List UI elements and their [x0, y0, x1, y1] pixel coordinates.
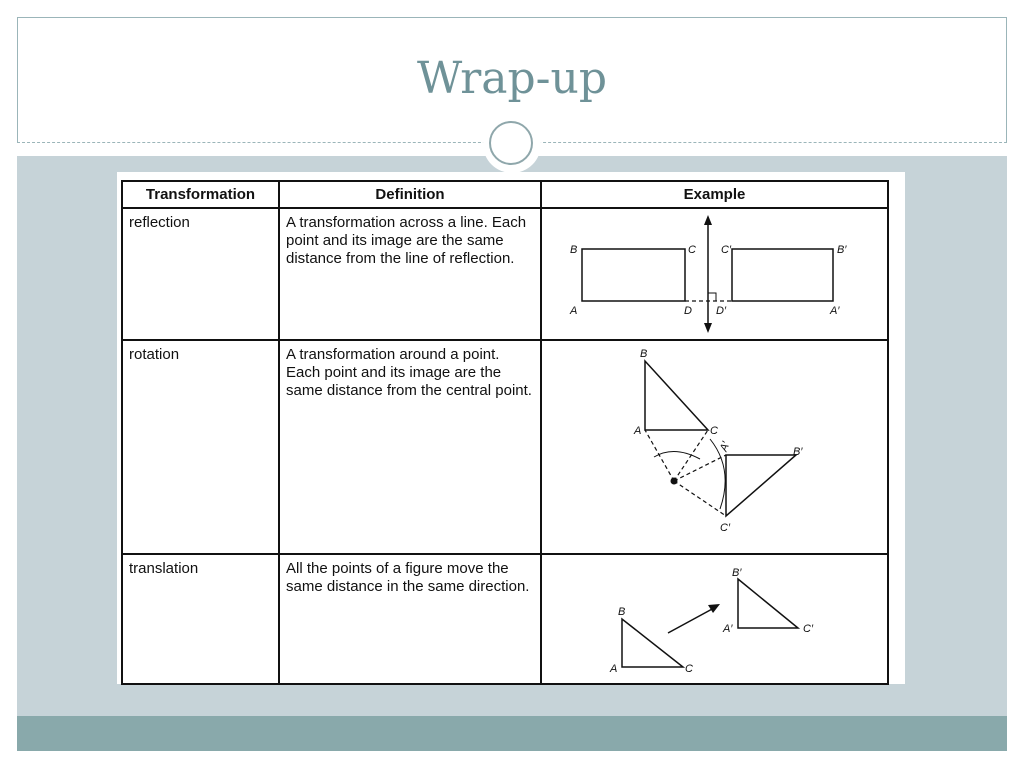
dashed-to-c [673, 429, 709, 482]
label-c-prime: C′ [720, 522, 731, 534]
cell-definition: A transformation around a point. Each po… [278, 339, 542, 555]
label-d-prime: D′ [716, 305, 727, 317]
header-example: Example [540, 180, 889, 209]
rectangle-image [731, 248, 834, 302]
label-c-prime: C′ [803, 623, 814, 635]
rotation-arc-inner [653, 451, 701, 460]
label-b: B [570, 244, 577, 256]
header-transformation: Transformation [121, 180, 280, 209]
translation-example-diagram: B A C B′ A′ C′ [609, 567, 814, 675]
table-header-row: Transformation Definition Example [121, 180, 889, 209]
cell-transformation: translation [121, 553, 280, 685]
transformation-name: reflection [129, 214, 190, 231]
label-a: A [633, 425, 641, 437]
label-c: C [688, 244, 696, 256]
label-b-prime: B′ [837, 244, 847, 256]
rotation-example-diagram: B A C A′ B′ C′ [633, 348, 803, 534]
label-c: C [710, 425, 718, 437]
dashed-to-c-prime [673, 480, 727, 517]
rotation-arc-outer [709, 438, 726, 510]
ring-ornament-icon [489, 121, 533, 165]
cell-transformation: reflection [121, 207, 280, 341]
label-d: D [684, 305, 692, 317]
definition-text: A transformation across a line. Each poi… [286, 214, 527, 267]
header-definition: Definition [278, 180, 542, 209]
triangle-abc [644, 359, 710, 431]
label-a: A [609, 663, 617, 675]
slide-title: Wrap-up [416, 53, 608, 104]
cell-example: B A C B′ A′ C′ [540, 553, 889, 685]
label-b-prime: B′ [732, 567, 742, 579]
label-a-prime: A′ [722, 623, 733, 635]
label-b: B [618, 606, 625, 618]
triangle-image [725, 454, 799, 518]
arrow-down-icon [704, 323, 712, 333]
translation-arrow-line [667, 607, 715, 634]
arrow-up-icon [704, 215, 712, 225]
triangle-image [737, 577, 801, 629]
label-a-prime: A′ [718, 439, 733, 454]
reflection-example-diagram: B C A D C′ B′ D′ A′ [569, 215, 847, 333]
label-a: A [569, 305, 577, 317]
cell-example: B C A D C′ B′ D′ A′ [540, 207, 889, 341]
label-b-prime: B′ [793, 446, 803, 458]
cell-definition: All the points of a figure move the same… [278, 553, 542, 685]
definition-text: All the points of a figure move the same… [286, 560, 530, 595]
table-row: translation All the points of a figure m… [121, 553, 889, 685]
label-c: C [685, 663, 693, 675]
arrow-right-icon [708, 604, 720, 613]
triangle-abc [621, 617, 686, 668]
footer-bar [17, 716, 1007, 751]
label-a-prime: A′ [829, 305, 840, 317]
label-c-prime: C′ [721, 244, 732, 256]
dashed-to-a-prime [673, 454, 727, 482]
label-b: B [640, 348, 647, 360]
table-row: reflection A transformation across a lin… [121, 207, 889, 341]
rectangle-abcd [581, 248, 686, 302]
transformation-name: rotation [129, 346, 180, 363]
cell-definition: A transformation across a line. Each poi… [278, 207, 542, 341]
cell-example: B A C A′ B′ C′ [540, 339, 889, 555]
transformation-name: translation [129, 560, 199, 577]
definition-text: A transformation around a point. Each po… [286, 346, 532, 399]
transformations-table: Transformation Definition Example reflec… [121, 180, 889, 685]
dashed-to-a [644, 429, 675, 482]
cell-transformation: rotation [121, 339, 280, 555]
table-row: rotation A transformation around a point… [121, 339, 889, 555]
right-angle-mark [707, 292, 717, 301]
